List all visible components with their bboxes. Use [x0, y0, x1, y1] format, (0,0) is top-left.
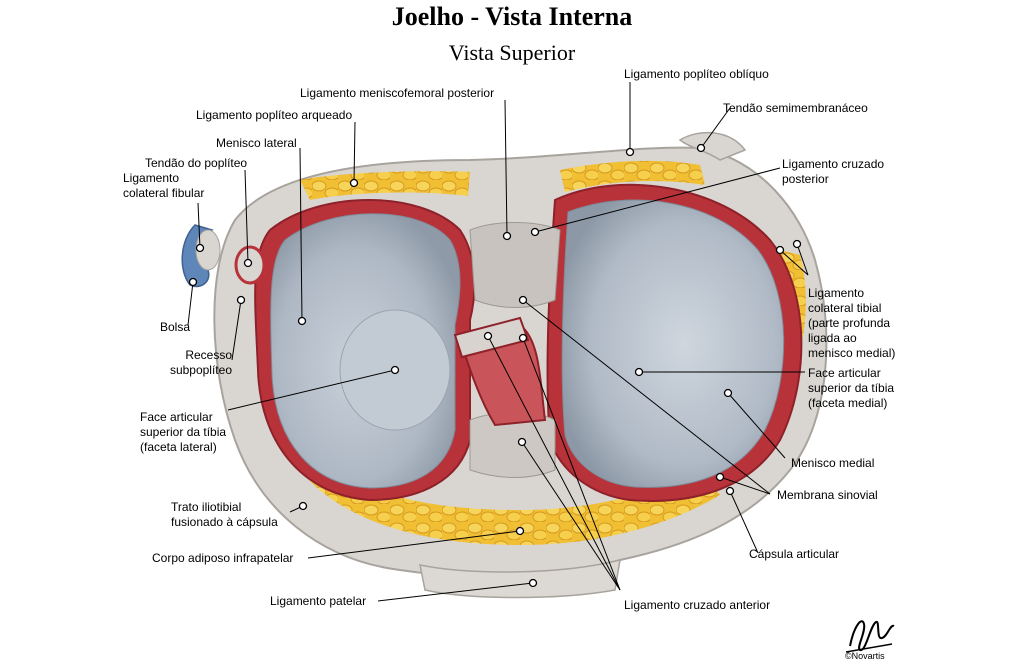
label-menisco-lateral: Menisco lateral	[216, 136, 297, 150]
label-membrana-sinovial: Membrana sinovial	[777, 488, 878, 502]
label-lig-colateral-fibular: Ligamento colateral fibular	[123, 171, 205, 200]
copyright-text: ©Novartis	[845, 651, 885, 661]
label-capsula-articular: Cápsula articular	[749, 547, 840, 561]
label-lig-cruzado-anterior: Ligamento cruzado anterior	[624, 598, 771, 612]
label-face-medial: Face articular superior da tíbia (faceta…	[808, 366, 895, 410]
label-lig-meniscofemoral: Ligamento meniscofemoral posterior	[300, 86, 495, 100]
diagram-title: Joelho - Vista Interna	[391, 2, 633, 31]
label-tendao-semimembranaceo: Tendão semimembranáceo	[723, 101, 868, 115]
label-lig-popliteo-obliquo: Ligamento poplíteo oblíquo	[624, 67, 769, 81]
label-lig-colateral-tibial: Ligamento colateral tibial (parte profun…	[808, 286, 896, 360]
label-lig-cruzado-posterior: Ligamento cruzado posterior	[782, 157, 885, 186]
artist-signature	[845, 620, 895, 653]
label-tendao-popliteo: Tendão do poplíteo	[145, 156, 248, 170]
label-lig-patelar: Ligamento patelar	[270, 594, 367, 608]
infrapatellar-fat-pad	[300, 455, 720, 545]
diagram-subtitle: Vista Superior	[448, 40, 576, 65]
label-recesso-subpopliteo: Recesso subpoplíteo	[169, 348, 232, 377]
label-face-lateral: Face articular superior da tíbia (faceta…	[140, 410, 227, 454]
label-lig-popliteo-arqueado: Ligamento poplíteo arqueado	[196, 108, 353, 122]
patellar-ligament	[419, 558, 621, 599]
label-trato-iliotibial: Trato iliotibial fusionado à cápsula	[171, 500, 278, 529]
medial-tibial-facet	[561, 199, 785, 488]
label-bolsa: Bolsa	[160, 320, 191, 334]
label-menisco-medial: Menisco medial	[791, 456, 875, 470]
label-corpo-adiposo: Corpo adiposo infrapatelar	[152, 551, 294, 565]
